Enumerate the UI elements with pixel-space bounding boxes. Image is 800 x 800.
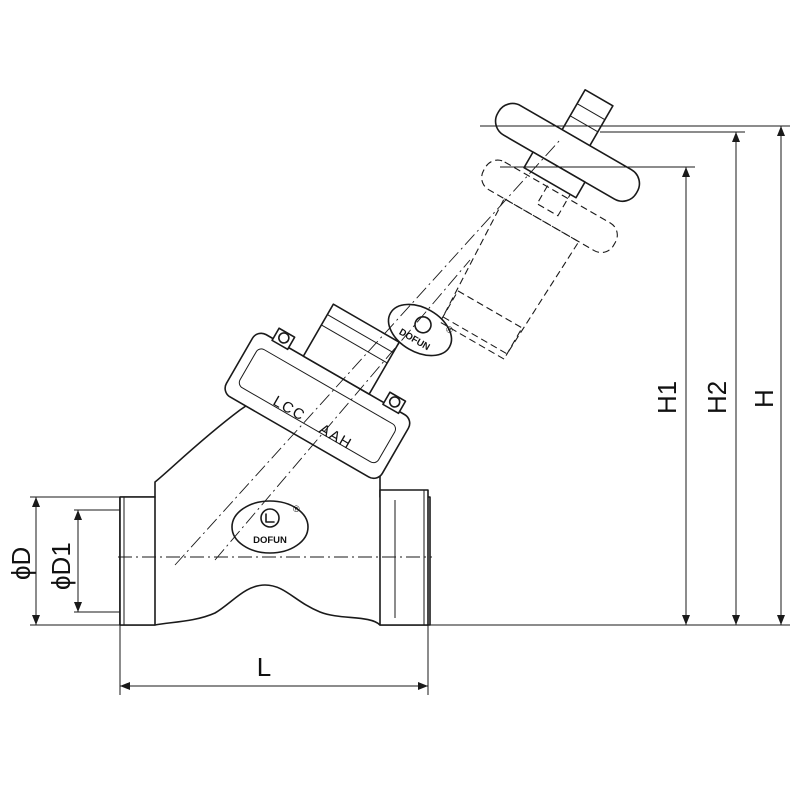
handwheel-assembly: [494, 89, 641, 203]
brand-logo-body: DOFUN ®: [231, 500, 309, 554]
dimension-label-phi-d1: ϕD1: [46, 542, 76, 590]
dimension-l: L: [119, 625, 429, 695]
dimension-d: ϕD: [6, 496, 120, 626]
registered-mark-bonnet: ®: [444, 324, 455, 336]
dimension-h: H: [749, 126, 785, 625]
dimension-h2: H2: [702, 132, 740, 625]
registered-mark-body: ®: [293, 504, 300, 514]
open-position-outline: [439, 142, 618, 360]
dimension-label-h1: H1: [652, 381, 682, 414]
center-lines: [118, 139, 561, 566]
brand-name-body: DOFUN: [253, 535, 287, 546]
dimension-label-h2: H2: [702, 381, 732, 414]
dimension-label-phi-d: ϕD: [6, 547, 36, 580]
dimension-d1: ϕD1: [46, 509, 120, 613]
dimension-label-h: H: [749, 389, 779, 408]
bonnet-assembly: LCC AAH: [224, 303, 411, 480]
dimension-label-l: L: [257, 652, 271, 682]
dimension-extension-lines: [430, 125, 790, 626]
dimension-h1: H1: [652, 167, 690, 625]
